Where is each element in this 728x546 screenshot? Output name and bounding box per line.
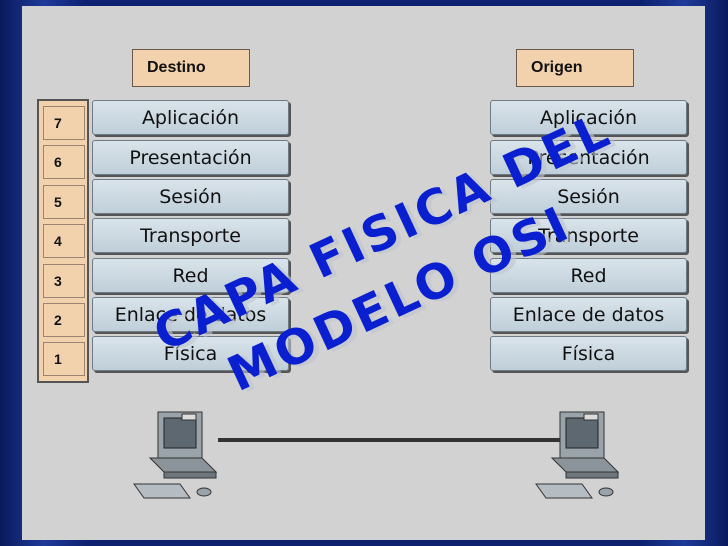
network-link (218, 438, 584, 442)
layer-physical: Física (490, 336, 687, 371)
layer-number-column: 7 6 5 4 3 2 1 (37, 99, 89, 383)
layer-number: 7 (43, 106, 85, 140)
layer-application: Aplicación (92, 100, 289, 135)
computer-icon (133, 411, 218, 499)
layer-number: 5 (43, 185, 85, 219)
layer-number: 4 (43, 224, 85, 258)
layer-number: 6 (43, 145, 85, 179)
layer-number: 2 (43, 303, 85, 337)
layer-transport: Transporte (92, 218, 289, 253)
layer-application: Aplicación (490, 100, 687, 135)
layer-presentation: Presentación (490, 140, 687, 175)
origin-header-label: Origen (531, 59, 583, 76)
layer-network: Red (92, 258, 289, 293)
layer-presentation: Presentación (92, 140, 289, 175)
layer-session: Sesión (92, 179, 289, 214)
layer-data-link: Enlace de datos (490, 297, 687, 332)
layer-session: Sesión (490, 179, 687, 214)
layer-transport: Transporte (490, 218, 687, 253)
layer-data-link: Enlace de datos (92, 297, 289, 332)
origin-header: Origen (516, 49, 634, 87)
computer-icon (535, 411, 620, 499)
layer-number: 3 (43, 264, 85, 298)
destination-header: Destino (132, 49, 250, 87)
destination-header-label: Destino (147, 59, 206, 76)
slide-panel: Destino Origen 7 6 5 4 3 2 1 Aplicación … (22, 6, 705, 540)
layer-physical: Física (92, 336, 289, 371)
layer-number: 1 (43, 342, 85, 376)
layer-network: Red (490, 258, 687, 293)
